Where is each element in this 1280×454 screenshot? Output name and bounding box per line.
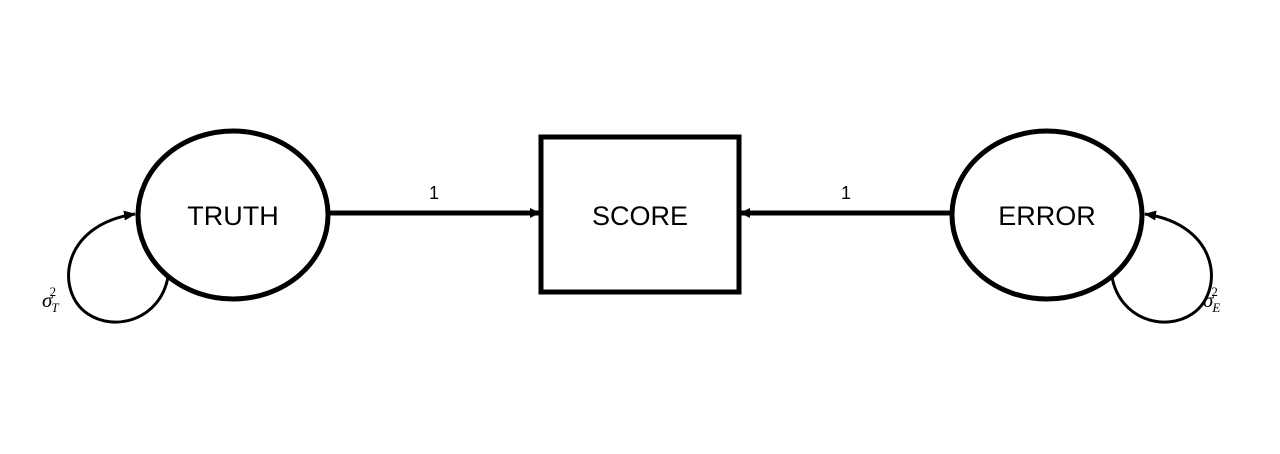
error-variance-loop — [1110, 210, 1213, 324]
error-ellipse — [949, 128, 1145, 302]
error-variance: σE2 — [1110, 210, 1220, 324]
error-label: ERROR — [998, 201, 1096, 231]
score-rect — [538, 134, 742, 295]
error-variance-label: σE2 — [1203, 284, 1220, 315]
truth-label: TRUTH — [187, 201, 278, 231]
truth-to-score-path: 1 — [330, 183, 540, 218]
truth-node: TRUTH — [135, 128, 331, 302]
truth-variance-loop — [67, 210, 170, 324]
truth-ellipse — [135, 128, 331, 302]
truth-variance-label: σT2 — [42, 284, 59, 315]
score-node: SCORE — [538, 134, 742, 295]
truth-to-score-loading: 1 — [429, 183, 439, 203]
error-to-score-loading: 1 — [841, 183, 851, 203]
score-label: SCORE — [592, 201, 688, 231]
truth-variance: σT2 — [42, 210, 170, 324]
error-node: ERROR — [949, 128, 1145, 302]
error-to-score-path: 1 — [740, 183, 950, 218]
